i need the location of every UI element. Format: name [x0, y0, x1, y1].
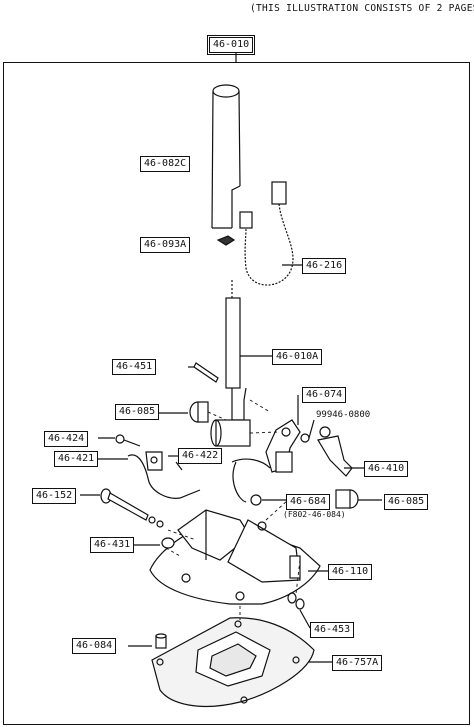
callout-46-451: 46-451 [112, 359, 157, 375]
washer-nut-453-part [287, 592, 311, 629]
callout-46-093a: 46-093A [140, 237, 191, 253]
nut-684-part [250, 494, 286, 506]
callout-99946-0800: 99946-0800 [316, 410, 371, 420]
detent-bracket-part [317, 426, 366, 477]
cable-harness-part [231, 451, 293, 503]
callout-46-085-left: 46-085 [115, 404, 160, 420]
assembly-frame [3, 62, 470, 725]
callout-46-074: 46-074 [302, 387, 347, 403]
bolt-424-part [98, 434, 141, 447]
cover-757a-part [151, 617, 332, 708]
callout-46-757a: 46-757A [332, 655, 383, 671]
callout-46-424: 46-424 [44, 431, 89, 447]
base-plate-110-part [149, 509, 328, 605]
callout-46-085-right: 46-085 [384, 494, 429, 510]
long-bolt-152-part [80, 488, 164, 528]
illustration-page-note: (THIS ILLUSTRATION CONSISTS OF 2 PAGES) [250, 3, 474, 14]
callout-46-422: 46-422 [178, 448, 223, 464]
grommet-431-part [128, 537, 175, 549]
callout-f802-46-084: (F802-46-084) [283, 510, 346, 519]
grommet-084-part [128, 633, 167, 649]
shift-lever-shaft-part [210, 280, 272, 447]
callout-46-453: 46-453 [310, 622, 355, 638]
knob-sleeve-part [211, 84, 241, 229]
callout-46-410: 46-410 [364, 461, 409, 477]
callout-46-110: 46-110 [328, 564, 373, 580]
assembly-guide-lines [165, 399, 301, 620]
bushing-left-part [158, 401, 209, 423]
callout-46-216: 46-216 [302, 258, 347, 274]
callout-46-084: 46-084 [72, 638, 117, 654]
cable-421-part [98, 451, 201, 499]
callout-46-684: 46-684 [286, 494, 331, 510]
pin-part [216, 235, 236, 246]
callout-46-431: 46-431 [90, 537, 135, 553]
spring-pin-part [188, 362, 219, 383]
callout-46-082c: 46-082C [140, 156, 191, 172]
assembly-label-46-010: 46-010 [206, 35, 256, 55]
callout-46-421: 46-421 [54, 451, 99, 467]
callout-46-152: 46-152 [32, 488, 77, 504]
wire-harness-part [239, 181, 302, 286]
bushing-right-part [335, 489, 382, 509]
callout-46-010a: 46-010A [272, 349, 323, 365]
